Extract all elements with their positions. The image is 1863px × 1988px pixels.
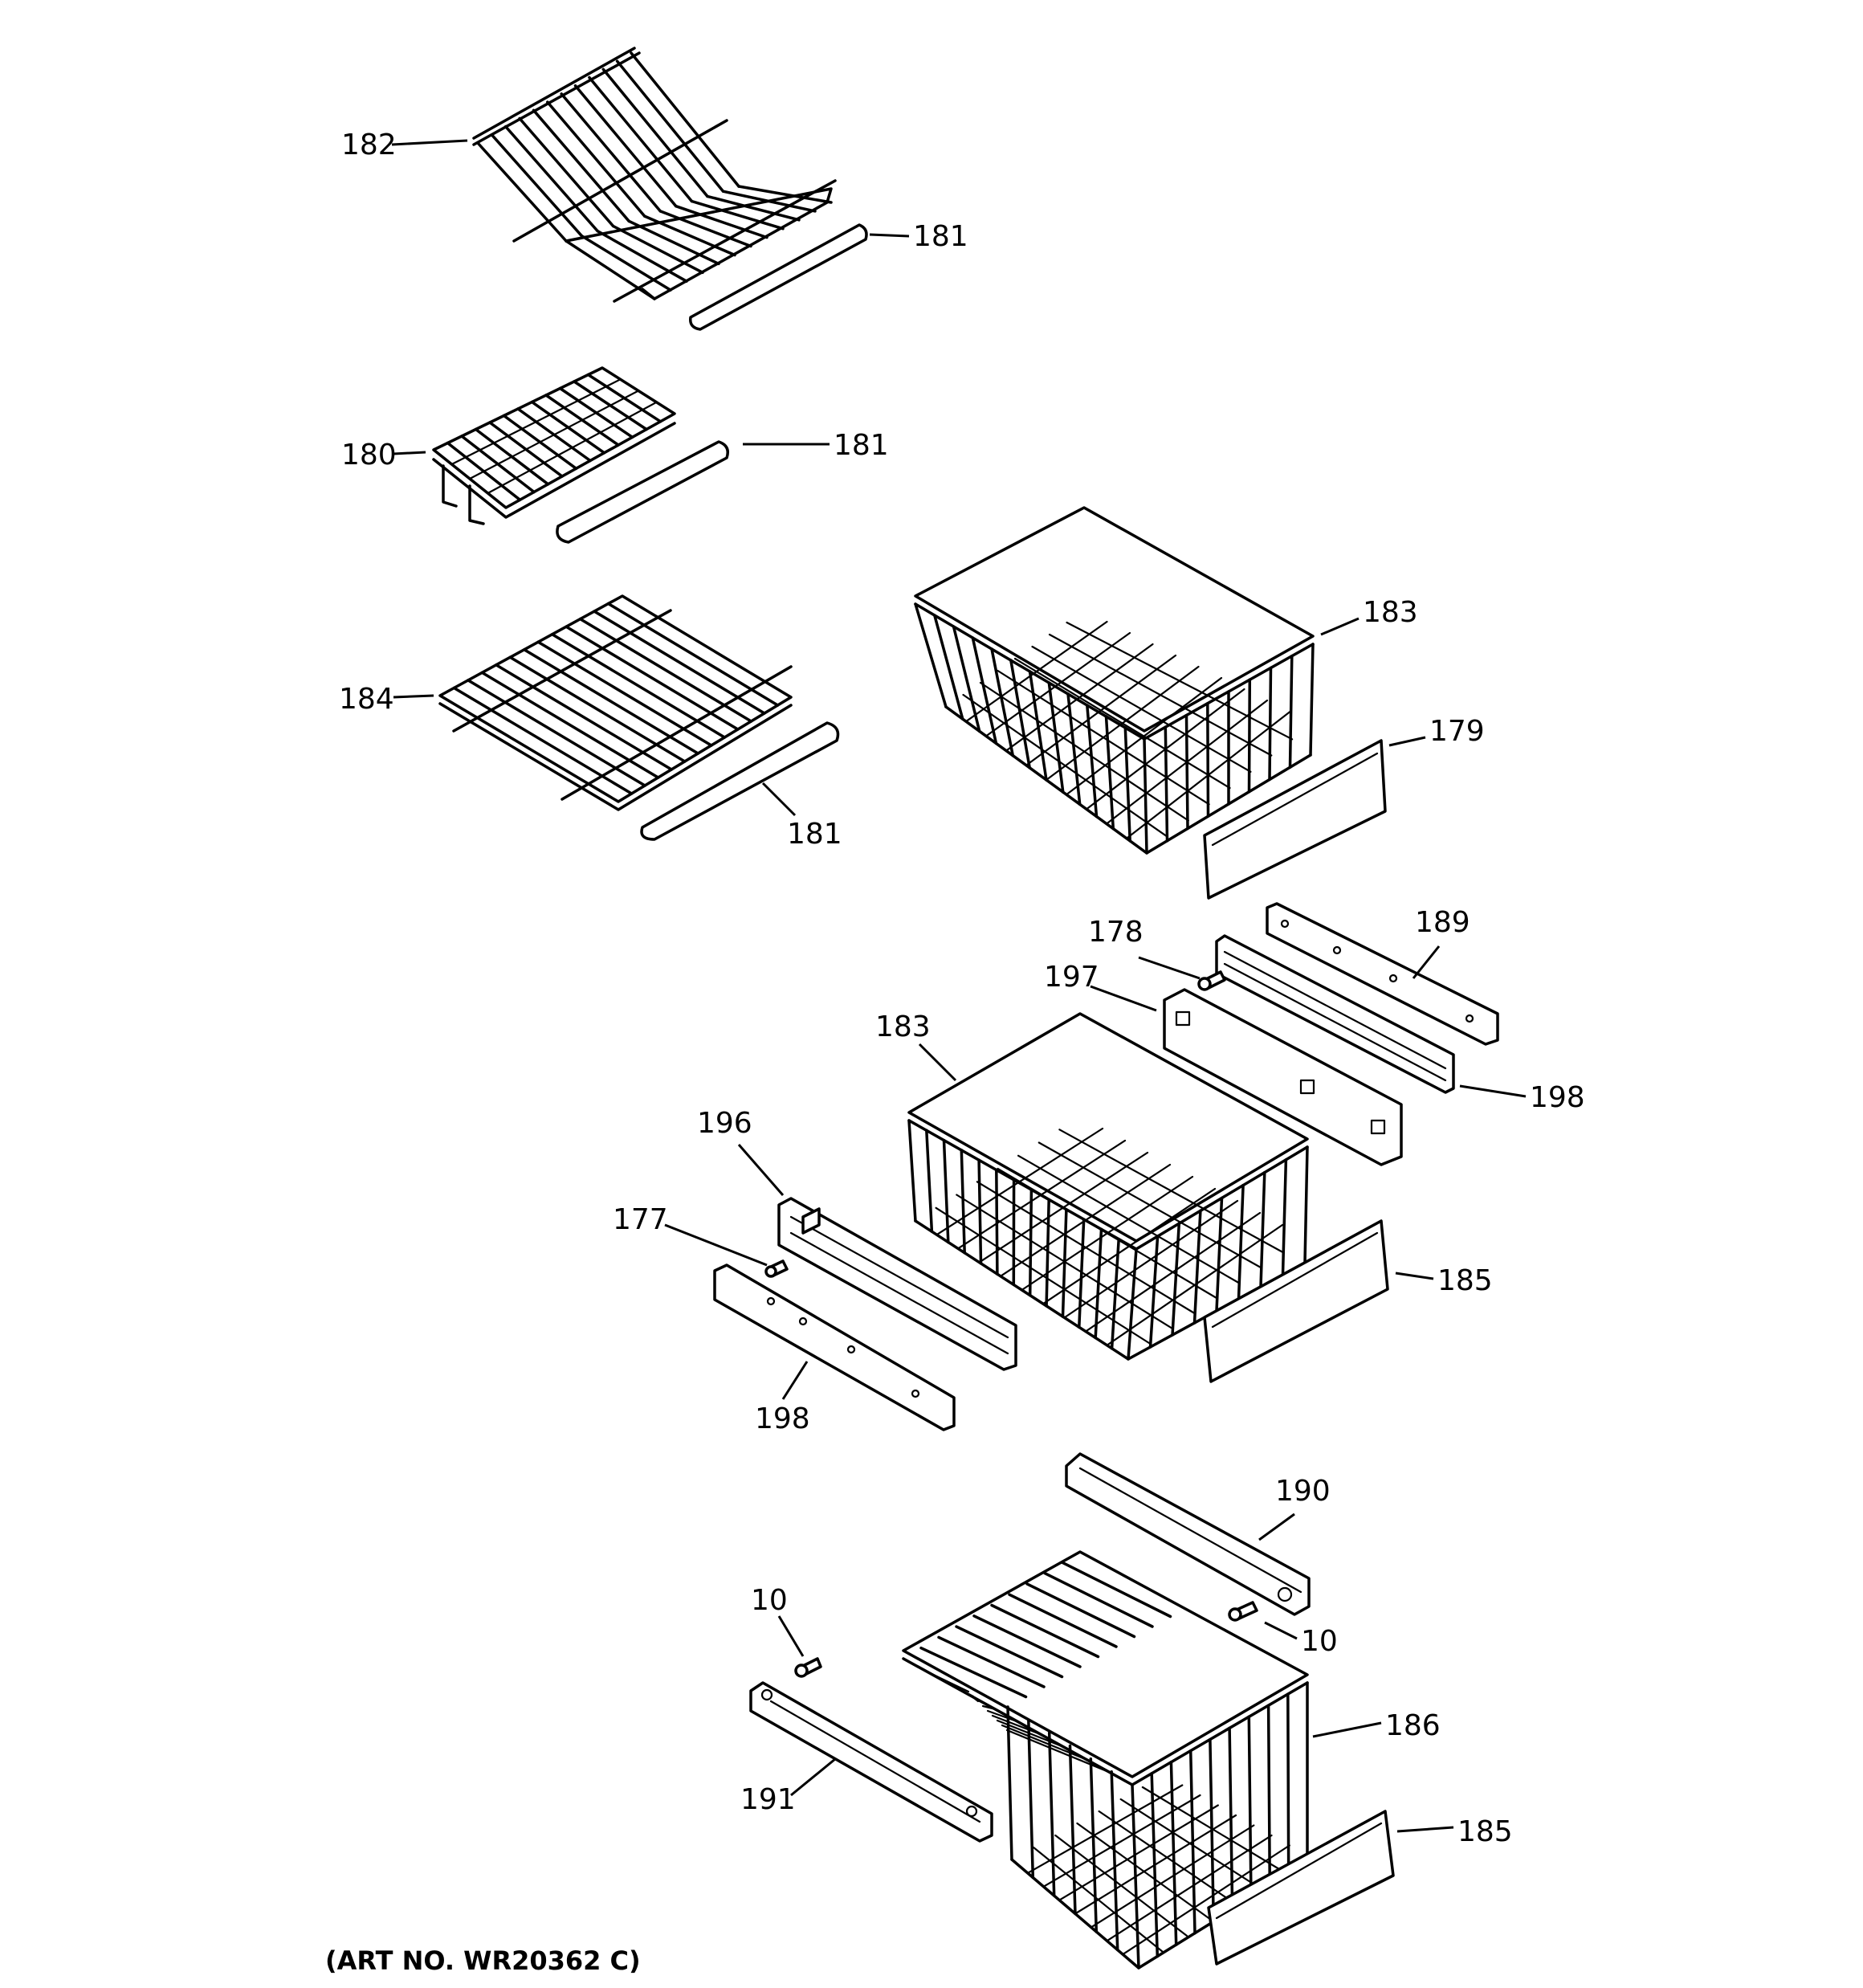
callout-183-middle: 183 <box>875 1010 931 1043</box>
screw-10-right <box>1228 1601 1258 1622</box>
art-number: (ART NO. WR20362 C) <box>325 1945 641 1976</box>
callout-196: 196 <box>697 1107 752 1140</box>
wire-shelf-180 <box>432 366 676 525</box>
callout-184: 184 <box>339 683 394 716</box>
wire-basket-186 <box>902 1550 1309 1970</box>
wire-basket-183-middle <box>907 1012 1309 1361</box>
callout-181-mid: 181 <box>834 429 889 462</box>
callout-198-right: 198 <box>1530 1081 1585 1114</box>
shelf-trim-181-low <box>640 721 840 841</box>
basket-front-185-middle <box>1203 1219 1389 1383</box>
callout-labels: 182 181 180 181 183 184 179 181 178 189 … <box>339 129 1585 1848</box>
callout-197: 197 <box>1044 961 1099 994</box>
callout-185-middle: 185 <box>1437 1264 1493 1297</box>
bracket-197 <box>1163 988 1403 1166</box>
callout-191: 191 <box>740 1783 796 1816</box>
callout-180: 180 <box>341 439 397 471</box>
callout-177: 177 <box>613 1203 668 1236</box>
callout-181-top: 181 <box>913 220 968 253</box>
screw-177 <box>764 1259 789 1278</box>
basket-front-185-bottom <box>1207 1810 1395 1966</box>
rail-190 <box>1065 1452 1311 1616</box>
basket-front-179 <box>1203 739 1387 900</box>
callout-189: 189 <box>1415 906 1470 939</box>
callout-181-low: 181 <box>787 818 842 851</box>
callout-178: 178 <box>1088 916 1143 949</box>
callout-10-right: 10 <box>1301 1625 1338 1658</box>
wire-shelf-184 <box>438 594 793 811</box>
shelf-trim-181-mid <box>556 440 729 544</box>
callout-10-left: 10 <box>751 1584 788 1617</box>
rail-198-left <box>713 1263 956 1431</box>
wire-basket-183-upper <box>914 506 1315 855</box>
callout-186: 186 <box>1385 1709 1441 1742</box>
callout-182: 182 <box>341 129 397 161</box>
cover-189 <box>1266 902 1499 1046</box>
callout-179: 179 <box>1429 715 1485 748</box>
callout-198-left: 198 <box>755 1402 810 1435</box>
shelf-trim-181-top <box>689 223 868 331</box>
callout-190: 190 <box>1275 1475 1331 1508</box>
screw-10-left <box>794 1657 822 1678</box>
rail-191 <box>749 1681 993 1843</box>
callout-183-upper: 183 <box>1363 596 1418 629</box>
screw-178 <box>1197 970 1226 991</box>
callout-185-bottom: 185 <box>1457 1815 1513 1848</box>
wire-shelf-182 <box>472 47 837 303</box>
slide-196 <box>777 1197 1017 1371</box>
leader-lines <box>391 139 1527 1833</box>
